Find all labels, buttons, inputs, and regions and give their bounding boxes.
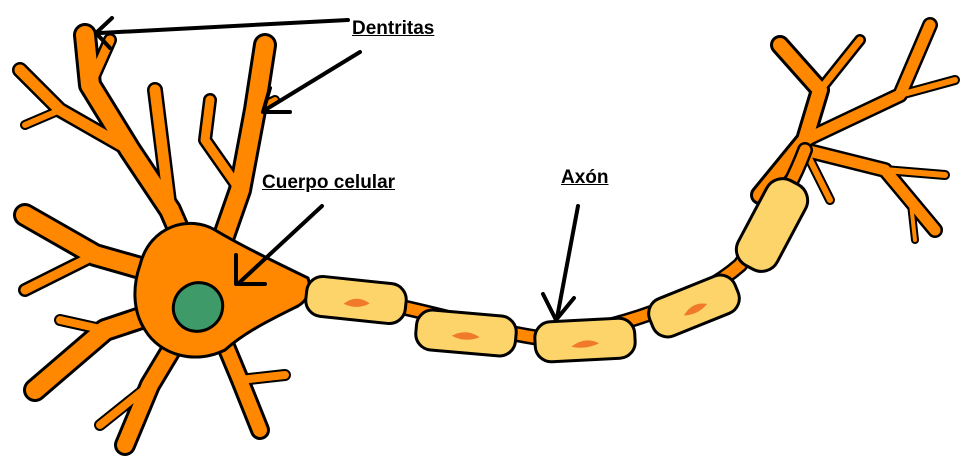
axon-label: Axón	[561, 168, 609, 187]
myelin-segment	[730, 172, 814, 277]
cell-body-label: Cuerpo celular	[262, 173, 395, 192]
myelin-segment	[534, 317, 636, 362]
myelin-segment	[414, 309, 517, 358]
myelin-segment	[304, 275, 408, 325]
axon-arrow	[543, 206, 578, 320]
dendrites-arrow-left	[96, 18, 348, 48]
myelin-segment	[644, 270, 744, 342]
dendrites-label: Dentritas	[352, 19, 434, 38]
dendrites-arrow-right	[263, 52, 360, 112]
